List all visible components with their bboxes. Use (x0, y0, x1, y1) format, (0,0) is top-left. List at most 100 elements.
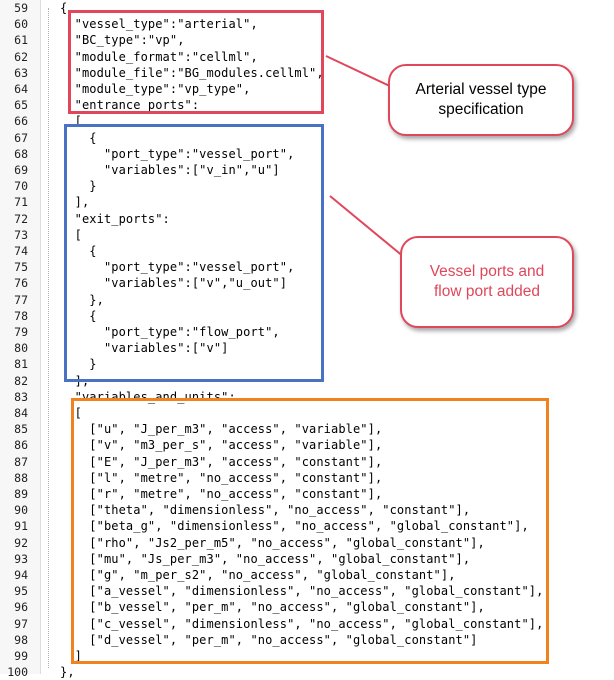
code-line[interactable]: 89 ["r", "metre", "no_access", "constant… (0, 486, 614, 502)
code-text[interactable]: ["E", "J_per_m3", "access", "constant"], (60, 454, 383, 469)
indent-guide (48, 8, 50, 668)
code-line[interactable]: 59 { (0, 0, 614, 16)
code-line[interactable]: 99 ] (0, 648, 614, 664)
line-number: 81 (14, 357, 28, 372)
code-text[interactable]: { (60, 244, 97, 258)
code-line[interactable]: 60 "vessel_type":"arterial", (0, 16, 614, 32)
code-line[interactable]: 77 }, (0, 292, 614, 308)
gutter-divider (40, 0, 41, 674)
code-text[interactable]: "vessel_type":"arterial", (60, 17, 258, 32)
code-line[interactable]: 63 "module_file":"BG_modules.cellml", (0, 65, 614, 81)
code-text[interactable]: ["g", "m_per_s2", "no_access", "global_c… (60, 568, 456, 582)
code-line[interactable]: 91 ["beta_g", "dimensionless", "no_acces… (0, 518, 614, 534)
code-text[interactable]: "BC_type":"vp", (60, 33, 185, 48)
code-line[interactable]: 86 ["v", "m3_per_s", "access", "variable… (0, 437, 614, 453)
code-text[interactable]: "module_type":"vp_type", (60, 82, 251, 96)
code-text[interactable]: [ (60, 227, 82, 242)
code-text[interactable]: }, (60, 292, 104, 307)
code-line[interactable]: 69 "variables":["v_in","u"] (0, 162, 614, 178)
code-line[interactable]: 81 } (0, 356, 614, 372)
code-text[interactable]: ["mu", "Js_per_m3", "no_access", "global… (60, 551, 471, 566)
code-line[interactable]: 62 "module_format":"cellml", (0, 49, 614, 65)
line-number: 70 (14, 179, 28, 194)
code-text[interactable]: ["l", "metre", "no_access", "constant"], (60, 470, 383, 485)
code-line[interactable]: 70 } (0, 178, 614, 194)
line-number: 75 (14, 260, 28, 275)
code-text[interactable]: ["u", "J_per_m3", "access", "variable"], (60, 422, 383, 437)
code-text[interactable]: ["rho", "Js2_per_m5", "no_access", "glob… (60, 535, 485, 550)
line-number: 67 (14, 130, 28, 145)
line-number: 79 (14, 325, 28, 339)
code-text[interactable]: ["c_vessel", "dimensionless", "no_access… (60, 616, 544, 631)
code-text[interactable]: { (60, 130, 97, 145)
line-number: 95 (14, 584, 28, 599)
code-text[interactable]: ["v", "m3_per_s", "access", "variable"], (60, 438, 383, 453)
code-text[interactable]: "exit_ports": (60, 211, 170, 226)
code-text[interactable]: ["r", "metre", "no_access", "constant"], (60, 487, 383, 501)
line-number: 76 (14, 276, 28, 291)
code-line[interactable]: 94 ["g", "m_per_s2", "no_access", "globa… (0, 567, 614, 583)
code-text[interactable]: "variables":["v"] (60, 341, 229, 356)
code-text[interactable]: "variables":["v","u_out"] (60, 276, 288, 291)
code-line[interactable]: 64 "module_type":"vp_type", (0, 81, 614, 97)
code-text[interactable]: "module_format":"cellml", (60, 49, 258, 64)
code-text[interactable]: ["a_vessel", "dimensionless", "no_access… (60, 584, 544, 599)
code-line[interactable]: 92 ["rho", "Js2_per_m5", "no_access", "g… (0, 535, 614, 551)
code-text[interactable]: { (60, 1, 68, 15)
line-number: 89 (14, 487, 28, 501)
code-line[interactable]: 65 "entrance_ports": (0, 97, 614, 113)
code-line[interactable]: 85 ["u", "J_per_m3", "access", "variable… (0, 421, 614, 437)
code-line[interactable]: 66 [ (0, 113, 614, 129)
code-text[interactable]: ["d_vessel", "per_m", "no_access", "glob… (60, 632, 478, 647)
code-line[interactable]: 73 [ (0, 227, 614, 243)
code-line[interactable]: 76 "variables":["v","u_out"] (0, 275, 614, 291)
line-number: 86 (14, 438, 28, 453)
code-line[interactable]: 97 ["c_vessel", "dimensionless", "no_acc… (0, 616, 614, 632)
line-number: 82 (14, 373, 28, 388)
code-line[interactable]: 75 "port_type":"vessel_port", (0, 259, 614, 275)
code-line[interactable]: 61 "BC_type":"vp", (0, 32, 614, 48)
code-line[interactable]: 78 { (0, 308, 614, 324)
code-text[interactable]: } (60, 179, 97, 194)
arterial-spec-box (68, 10, 324, 114)
code-line[interactable]: 67 { (0, 130, 614, 146)
code-text[interactable]: "port_type":"vessel_port", (60, 260, 295, 275)
line-number: 63 (14, 65, 28, 80)
line-number: 72 (14, 211, 28, 226)
code-line[interactable]: 84 [ (0, 405, 614, 421)
code-line[interactable]: 87 ["E", "J_per_m3", "access", "constant… (0, 454, 614, 470)
line-number: 93 (14, 551, 28, 566)
code-line[interactable]: 68 "port_type":"vessel_port", (0, 146, 614, 162)
code-line[interactable]: 96 ["b_vessel", "per_m", "no_access", "g… (0, 599, 614, 615)
line-number: 73 (14, 227, 28, 242)
code-line[interactable]: 72 "exit_ports": (0, 211, 614, 227)
line-number: 80 (14, 341, 28, 356)
code-line[interactable]: 74 { (0, 243, 614, 259)
line-number: 60 (14, 17, 28, 32)
line-number: 59 (14, 1, 28, 15)
code-line[interactable]: 71 ], (0, 194, 614, 210)
code-text[interactable]: ["theta", "dimensionless", "no_access", … (60, 503, 471, 518)
code-line[interactable]: 90 ["theta", "dimensionless", "no_access… (0, 502, 614, 518)
code-line[interactable]: 93 ["mu", "Js_per_m3", "no_access", "glo… (0, 551, 614, 567)
code-text[interactable]: "entrance_ports": (60, 98, 200, 113)
code-text[interactable]: ], (60, 195, 90, 210)
code-text[interactable]: ] (60, 649, 82, 663)
code-text[interactable]: [ (60, 114, 82, 129)
code-text[interactable]: ["beta_g", "dimensionless", "no_access",… (60, 519, 529, 534)
code-line[interactable]: 80 "variables":["v"] (0, 340, 614, 356)
code-text[interactable]: [ (60, 406, 82, 420)
code-text[interactable]: "variables":["v_in","u"] (60, 163, 280, 177)
line-number: 61 (14, 33, 28, 48)
code-line[interactable]: 98 ["d_vessel", "per_m", "no_access", "g… (0, 632, 614, 648)
line-number: 99 (14, 649, 28, 663)
code-text[interactable]: ["b_vessel", "per_m", "no_access", "glob… (60, 600, 485, 615)
code-text[interactable]: } (60, 357, 97, 372)
code-line[interactable]: 95 ["a_vessel", "dimensionless", "no_acc… (0, 583, 614, 599)
code-text[interactable]: "port_type":"flow_port", (60, 325, 280, 339)
code-text[interactable]: "port_type":"vessel_port", (60, 146, 295, 161)
code-line[interactable]: 88 ["l", "metre", "no_access", "constant… (0, 470, 614, 486)
code-line[interactable]: 79 "port_type":"flow_port", (0, 324, 614, 340)
code-text[interactable]: "module_file":"BG_modules.cellml", (60, 65, 324, 80)
code-text[interactable]: { (60, 308, 97, 323)
